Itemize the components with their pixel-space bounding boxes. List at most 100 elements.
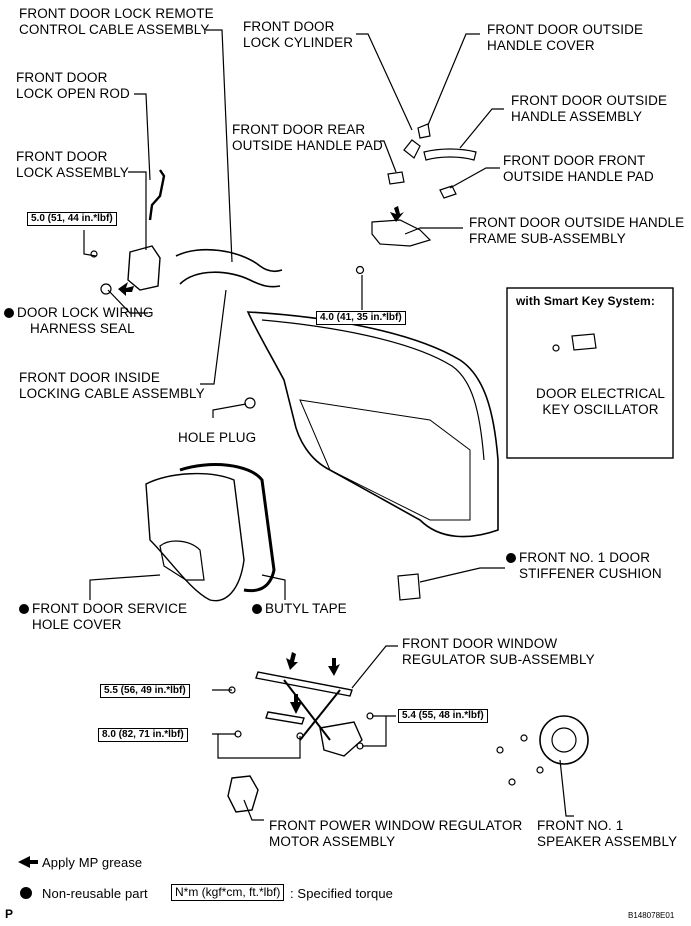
door-panel-shape	[246, 311, 499, 538]
service-hole-cover-shape	[145, 472, 245, 602]
lock-bolt	[90, 250, 98, 258]
leader-rear-pad	[380, 140, 397, 173]
hole-plug-shape	[244, 397, 256, 409]
rear-pad-shape	[387, 171, 405, 185]
leader-inside-cable	[200, 289, 227, 385]
label-butyl: BUTYL TAPE	[252, 601, 347, 617]
label-service-cover: FRONT DOOR SERVICE HOLE COVER	[19, 601, 187, 633]
speaker-bolt-1	[520, 734, 528, 742]
smart-key-box	[506, 287, 674, 459]
nonreusable-icon	[19, 604, 29, 614]
torque-reg-top: 5.5 (56, 49 in.*lbf)	[100, 684, 190, 698]
leader-hole-plug	[212, 403, 247, 418]
door-inner-panel	[299, 399, 471, 521]
corner-letter: P	[5, 907, 14, 921]
label-hole-plug: HOLE PLUG	[178, 430, 257, 445]
torque-handle-frame: 4.0 (41, 35 in.*lbf)	[316, 311, 406, 325]
handle-frame-shape	[371, 219, 432, 247]
grease-legend-arrow	[18, 856, 38, 868]
bolt-reg-bottom-1	[234, 730, 242, 738]
regulator-lower-bar	[265, 711, 305, 725]
leader-lock-assembly	[128, 171, 147, 250]
window-frame-inner	[261, 319, 485, 461]
leader-torque-reg-right-2	[362, 716, 387, 747]
speaker-bolt-2	[496, 746, 504, 754]
speaker-outer	[539, 715, 589, 765]
legend-torque-box: N*m (kgf*cm, ft.*lbf)	[171, 884, 285, 901]
regulator-arm-1	[283, 679, 331, 741]
leader-torque-reg-bottom	[212, 733, 301, 759]
leader-handle-cover	[427, 33, 480, 126]
legend-torque-text: : Specified torque	[290, 886, 393, 901]
leader-handle-frame	[404, 227, 463, 235]
nonreusable-icon	[4, 308, 14, 318]
speaker-inner	[551, 727, 577, 753]
legend-grease: Apply MP grease	[42, 855, 143, 870]
leader-service-cover	[89, 574, 161, 600]
front-pad-shape	[439, 185, 457, 199]
leader-front-pad	[449, 167, 500, 189]
leader-handle-assembly	[459, 108, 504, 149]
regulator-rail	[255, 671, 353, 697]
grease-arrow-reg-3	[290, 694, 302, 714]
grease-arrow-frame	[390, 206, 404, 222]
regulator-arm-2	[299, 689, 341, 741]
label-smart-key-title: with Smart Key System:	[516, 294, 655, 308]
wiring-seal-shape	[100, 283, 112, 295]
figure-code: B148078E01	[628, 911, 675, 920]
leader-torque-lock	[83, 230, 97, 257]
inside-cable-shape	[179, 271, 281, 288]
bolt-reg-top	[228, 686, 236, 694]
oscillator-shape	[571, 333, 597, 351]
handle-assembly-shape	[423, 148, 477, 161]
leader-stiffener	[419, 567, 505, 583]
leader-open-rod	[134, 93, 151, 181]
lock-open-rod-shape	[148, 169, 166, 221]
frame-bolt	[355, 265, 365, 275]
grease-arrow-reg-2	[328, 658, 340, 676]
bolt-reg-right-2	[356, 742, 364, 750]
regulator-motor-mount	[319, 721, 363, 757]
service-cover-window	[159, 540, 205, 581]
leader-butyl	[261, 574, 286, 600]
torque-reg-bottom: 8.0 (82, 71 in.*lbf)	[98, 728, 188, 742]
lock-cylinder-shape	[403, 139, 421, 159]
bolt-reg-bottom-2	[296, 732, 304, 740]
bolt-reg-right-1	[366, 712, 374, 720]
speaker-bolt-4	[508, 778, 516, 786]
nonreusable-icon	[252, 604, 262, 614]
leader-remote-cable	[206, 29, 233, 263]
torque-reg-right: 5.4 (55, 48 in.*lbf)	[398, 709, 488, 723]
nonreusable-legend-dot	[20, 887, 32, 899]
grease-arrow-reg-1	[286, 652, 298, 670]
leader-lock-cylinder	[356, 33, 413, 131]
nonreusable-icon	[506, 553, 516, 563]
leader-regulator	[351, 645, 398, 689]
leader-speaker	[559, 759, 574, 817]
label-stiffener: FRONT NO. 1 DOOR STIFFENER CUSHION	[506, 550, 662, 582]
torque-lock: 5.0 (51, 44 in.*lbf)	[27, 212, 117, 226]
remote-cable-shape	[175, 248, 283, 272]
handle-cover-shape	[417, 123, 431, 139]
butyl-tape-shape	[179, 463, 276, 593]
grease-arrow-lock	[118, 282, 134, 296]
speaker-bolt-3	[536, 766, 544, 774]
legend-nonreusable: Non-reusable part	[42, 886, 148, 901]
stiffener-shape	[397, 573, 421, 601]
label-wiring-seal: DOOR LOCK WIRING HARNESS SEAL	[4, 305, 154, 337]
motor-shape	[227, 775, 259, 813]
oscillator-bolt	[552, 344, 560, 352]
